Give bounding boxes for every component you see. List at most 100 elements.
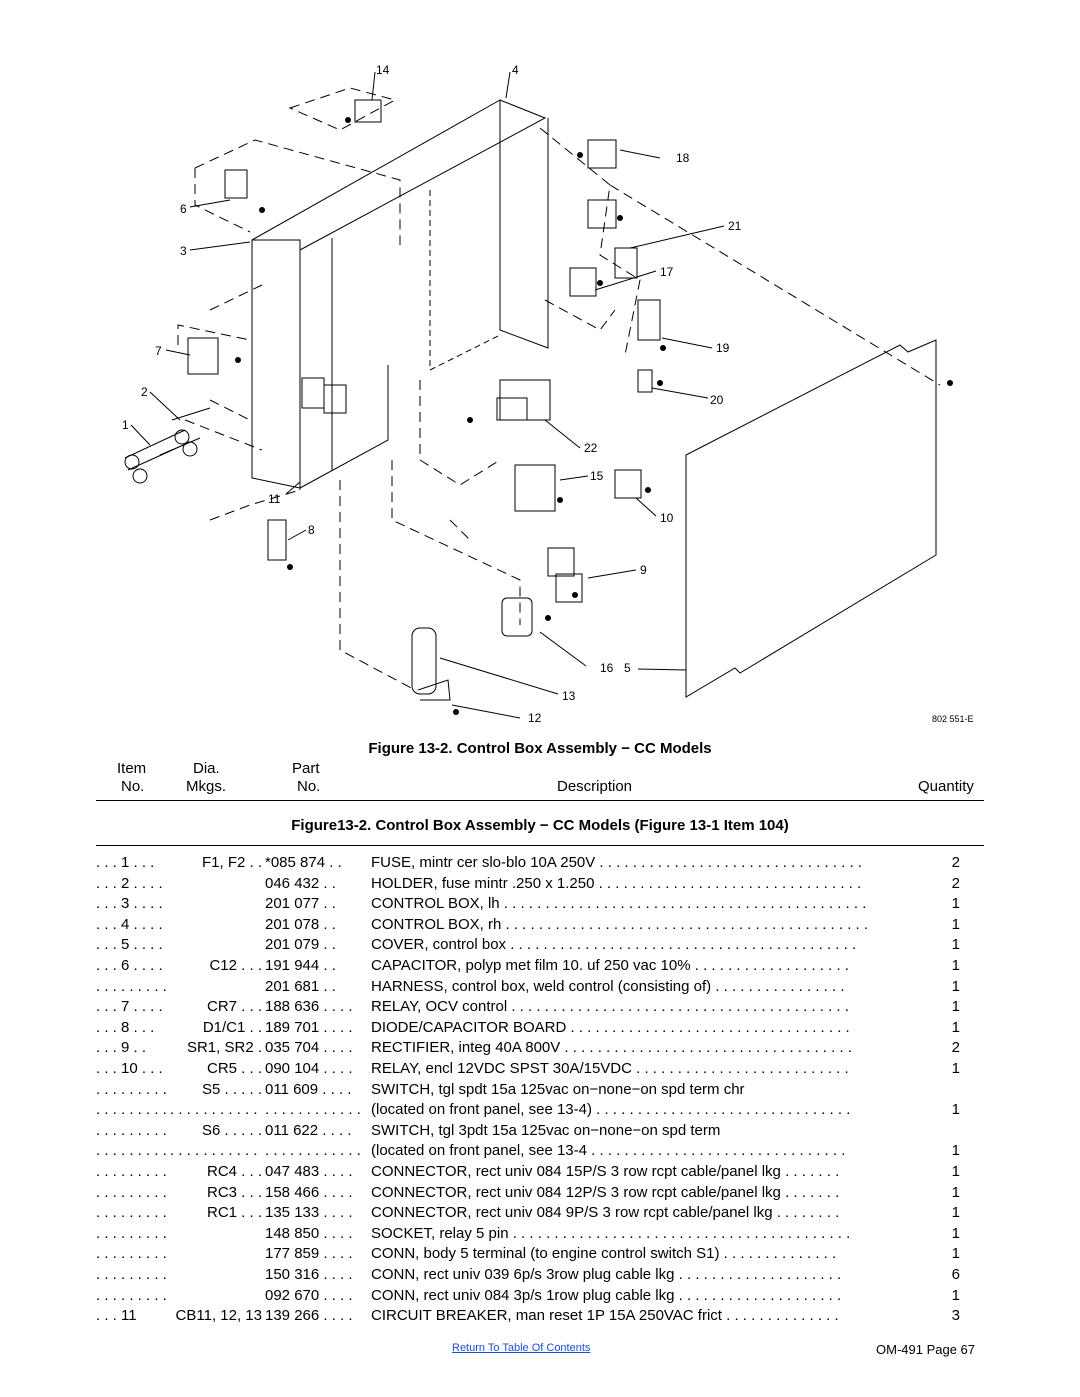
part-number: 201 681 . .	[265, 977, 336, 995]
callout-8: 8	[308, 523, 315, 537]
part-number: 148 850 . . . .	[265, 1224, 353, 1242]
callout-4: 4	[512, 63, 519, 77]
callout-11: 11	[268, 492, 281, 506]
part-number: 139 266 . . . .	[265, 1307, 353, 1325]
callout-12: 12	[528, 711, 542, 725]
part-number: 150 316 . . . .	[265, 1266, 353, 1283]
parts-row: . . . 5 . . . . . . . . . . . .201 079 .…	[0, 936, 1080, 956]
callout-22: 22	[584, 441, 598, 455]
callout-16: 16	[600, 661, 614, 675]
section-title: Figure13-2. Control Box Assembly − CC Mo…	[291, 817, 789, 834]
parts-row: . . . 9 . .SR1, SR2 .035 704 . . . .RECT…	[0, 1039, 1080, 1059]
quantity: 1	[951, 1142, 960, 1160]
part-number: 177 859 . . . .	[265, 1245, 353, 1263]
item-number: . . . . . . . . . . . . . . . . . .	[96, 977, 166, 995]
quantity: 1	[951, 1018, 960, 1036]
quantity: 2	[951, 1039, 960, 1057]
parts-row: . . . 10 . . . .CR5 . . .090 104 . . . .…	[0, 1060, 1080, 1080]
description: SWITCH, tgl 3pdt 15a 125vac on−none−on s…	[371, 1121, 721, 1139]
description: RELAY, OCV control . . . . . . . . . . .…	[371, 998, 849, 1016]
page-number: OM-491 Page 67	[876, 1342, 976, 1357]
part-number: 047 483 . . . .	[265, 1163, 353, 1180]
item-number: . . . . . . . . . .	[96, 1121, 166, 1139]
parts-row: . . . . . . . . . . . . . . . . . . 201 6…	[0, 978, 1080, 998]
item-number: . . . 7 . . . .	[96, 998, 163, 1016]
description: RELAY, encl 12VDC SPST 30A/15VDC . . . .…	[371, 1060, 849, 1077]
parts-row: . . . 1 . . .F1, F2 . .*085 874 . .FUSE,…	[0, 854, 1080, 874]
item-number: . . . 2 . . . . . . . . . . . .	[96, 874, 166, 892]
quantity: 6	[951, 1266, 960, 1283]
part-number: 046 432 . .	[265, 874, 336, 892]
part-number: 189 701 . . . .	[265, 1018, 353, 1036]
callout-6: 6	[180, 202, 187, 216]
parts-row: . . . . . . . . .RC4 . . .047 483 . . . …	[0, 1163, 1080, 1183]
parts-row: . . . 6 . . . .C12 . . .191 944 . .CAPAC…	[0, 957, 1080, 977]
item-number: . . . 11	[96, 1307, 137, 1325]
callout-14: 14	[376, 63, 390, 77]
dia-marking: . . . . . . . . . . . . .	[170, 1142, 262, 1160]
quantity: 1	[951, 1183, 960, 1201]
return-to-toc-link[interactable]: Return To Table Of Contents	[452, 1342, 591, 1354]
item-number: . . . 8 . . .	[96, 1018, 155, 1036]
description: CONNECTOR, rect univ 084 12P/S 3 row rcp…	[371, 1183, 840, 1201]
callout-17: 17	[660, 265, 674, 279]
callout-21: 21	[728, 219, 742, 233]
callout-5: 5	[624, 661, 631, 675]
dia-marking: RC3 . . .	[206, 1183, 262, 1201]
control-box-right	[499, 100, 549, 349]
col-item-line1: Item	[117, 760, 147, 777]
control-box-left	[251, 239, 301, 489]
dia-marking: F1, F2 . .	[201, 854, 262, 871]
part-number: 090 104 . . . .	[265, 1060, 353, 1077]
parts-row: . . . . . . . . .RC3 . . .158 466 . . . …	[0, 1184, 1080, 1204]
part-number: 135 133 . . . .	[265, 1204, 353, 1222]
quantity: 1	[951, 1101, 960, 1119]
quantity: 1	[951, 895, 960, 913]
description: DIODE/CAPACITOR BOARD . . . . . . . . . …	[371, 1018, 850, 1036]
part-number: 201 079 . .	[265, 936, 336, 954]
quantity: 1	[951, 936, 960, 954]
description: SWITCH, tgl spdt 15a 125vac on−none−on s…	[371, 1080, 745, 1098]
dia-marking: D1/C1 . .	[202, 1018, 262, 1036]
col-item-line2: No.	[121, 778, 145, 795]
quantity: 1	[951, 915, 960, 933]
part-number: . . . . . . . . . . . . .	[265, 1101, 365, 1119]
dia-marking: SR1, SR2 .	[186, 1039, 262, 1057]
dia-marking: CR7 . . .	[206, 998, 262, 1016]
quantity: 1	[951, 1245, 960, 1263]
part-number: 201 077 . .	[265, 895, 336, 913]
parts-row: . . . 4 . . . . . . . . . . . .201 078 .…	[0, 916, 1080, 936]
callout-9: 9	[640, 563, 647, 577]
callout-20: 20	[710, 393, 724, 407]
item-number: . . . . . . . . .	[96, 1183, 166, 1201]
quantity: 1	[951, 1060, 960, 1077]
parts-row: . . . 7 . . . .CR7 . . .188 636 . . . .R…	[0, 998, 1080, 1018]
item-number: . . . 1 . . .	[96, 854, 155, 871]
dia-marking: CB11, 12, 13	[175, 1307, 262, 1325]
callout-15: 15	[590, 469, 604, 483]
col-part-line1: Part	[292, 760, 320, 777]
callout-18: 18	[676, 151, 690, 165]
description: HOLDER, fuse mintr .250 x 1.250 . . . . …	[371, 874, 862, 892]
parts-row: . . . 8 . . . D1/C1 . .189 701 . . . . DIO…	[0, 1019, 1080, 1039]
description: CONN, rect univ 084 3p/s 1row plug cable…	[371, 1286, 842, 1304]
parts-row: . . . 2 . . . . . . . . . . . . 046 432 .…	[0, 875, 1080, 895]
description: CONTROL BOX, rh . . . . . . . . . . . . …	[371, 915, 869, 933]
part-number: 092 670 . . . .	[265, 1286, 353, 1304]
item-number: . . . 4 . . . . . . . . . . . .	[96, 915, 166, 933]
item-number: . . . . . . . . . . . . . . . . . .	[96, 1101, 166, 1119]
description: (located on front panel, see 13-4 . . . …	[371, 1142, 846, 1160]
part-number: . . . . . . . . . . . . .	[265, 1142, 365, 1160]
description: CAPACITOR, polyp met film 10. uf 250 vac…	[371, 957, 849, 974]
part-number: 011 609 . . . .	[265, 1080, 352, 1098]
exploded-view-diagram: 14 4 18 6 21 3 17 7 19 2 20 1 22 15 11 1…	[122, 63, 974, 725]
col-dia-line2: Mkgs.	[186, 778, 227, 795]
description: CONNECTOR, rect univ 084 15P/S 3 row rcp…	[371, 1163, 840, 1180]
quantity: 3	[951, 1307, 960, 1325]
callout-3: 3	[180, 244, 187, 258]
item-number: . . . 10 . . . .	[96, 1060, 166, 1077]
part-number: *085 874 . .	[265, 854, 342, 871]
description: CONN, rect univ 039 6p/s 3row plug cable…	[371, 1266, 842, 1283]
quantity: 1	[951, 1204, 960, 1222]
